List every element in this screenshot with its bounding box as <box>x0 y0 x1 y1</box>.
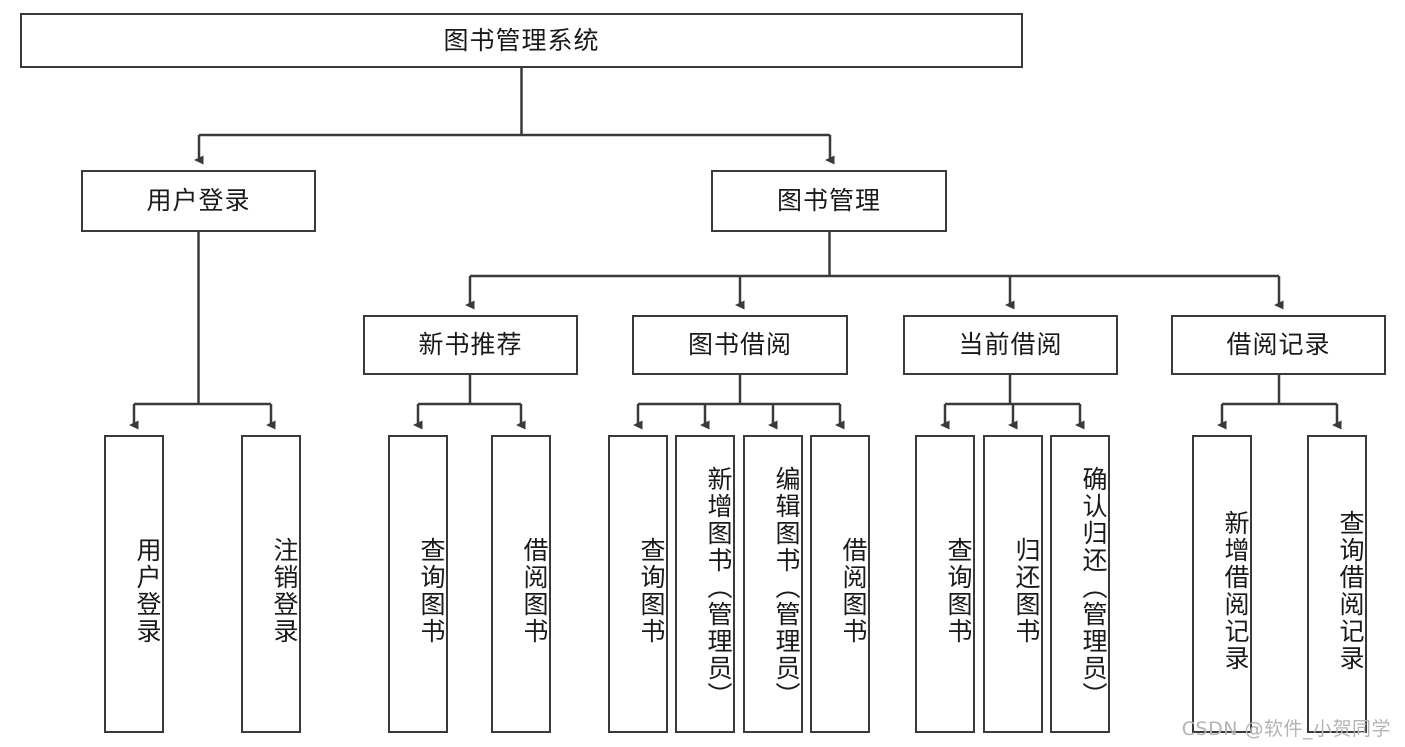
node-leaf-edit-book[interactable]: 编辑图书（管理员） <box>743 435 803 733</box>
node-leaf-query-book-3[interactable]: 查询图书 <box>915 435 975 733</box>
node-label: 归还图书 <box>1012 537 1041 645</box>
node-book-management[interactable]: 图书管理 <box>711 170 947 232</box>
node-label: 新增图书（管理员） <box>704 465 733 709</box>
node-leaf-return-book[interactable]: 归还图书 <box>983 435 1043 733</box>
node-label: 确认归还（管理员） <box>1079 465 1108 709</box>
node-label: 查询图书 <box>944 537 973 645</box>
node-label: 编辑图书（管理员） <box>772 465 801 709</box>
node-leaf-query-book-2[interactable]: 查询图书 <box>608 435 668 733</box>
node-book-borrow[interactable]: 图书借阅 <box>632 315 848 375</box>
node-label: 新增借阅记录 <box>1221 510 1250 672</box>
node-label: 查询图书 <box>417 537 446 645</box>
node-label: 当前借阅 <box>958 330 1063 360</box>
node-user-login[interactable]: 用户登录 <box>81 170 316 232</box>
node-label: 借阅图书 <box>839 537 868 645</box>
node-leaf-user-login[interactable]: 用户登录 <box>104 435 164 733</box>
node-leaf-logout-login[interactable]: 注销登录 <box>241 435 301 733</box>
node-leaf-borrow-book-1[interactable]: 借阅图书 <box>491 435 551 733</box>
node-leaf-query-book-1[interactable]: 查询图书 <box>388 435 448 733</box>
watermark: CSDN @软件_小贺同学 <box>1181 718 1391 740</box>
node-leaf-confirm-return[interactable]: 确认归还（管理员） <box>1050 435 1110 733</box>
node-label: 查询借阅记录 <box>1336 510 1365 672</box>
node-label: 注销登录 <box>270 537 299 645</box>
node-leaf-borrow-book-2[interactable]: 借阅图书 <box>810 435 870 733</box>
node-label: 用户登录 <box>133 537 162 645</box>
node-borrow-record[interactable]: 借阅记录 <box>1171 315 1386 375</box>
node-label: 图书借阅 <box>687 330 792 360</box>
node-label: 图书管理 <box>776 186 881 216</box>
node-label: 图书管理系统 <box>443 25 600 55</box>
node-label: 查询图书 <box>637 537 666 645</box>
node-label: 用户登录 <box>146 186 251 216</box>
node-leaf-add-book[interactable]: 新增图书（管理员） <box>675 435 735 733</box>
node-label: 借阅图书 <box>520 537 549 645</box>
node-leaf-query-record[interactable]: 查询借阅记录 <box>1307 435 1367 733</box>
node-book-management-system[interactable]: 图书管理系统 <box>20 13 1023 68</box>
node-leaf-add-record[interactable]: 新增借阅记录 <box>1192 435 1252 733</box>
node-label: 新书推荐 <box>418 330 523 360</box>
node-label: 借阅记录 <box>1226 330 1331 360</box>
node-new-book-recommend[interactable]: 新书推荐 <box>363 315 578 375</box>
node-current-borrow[interactable]: 当前借阅 <box>903 315 1118 375</box>
